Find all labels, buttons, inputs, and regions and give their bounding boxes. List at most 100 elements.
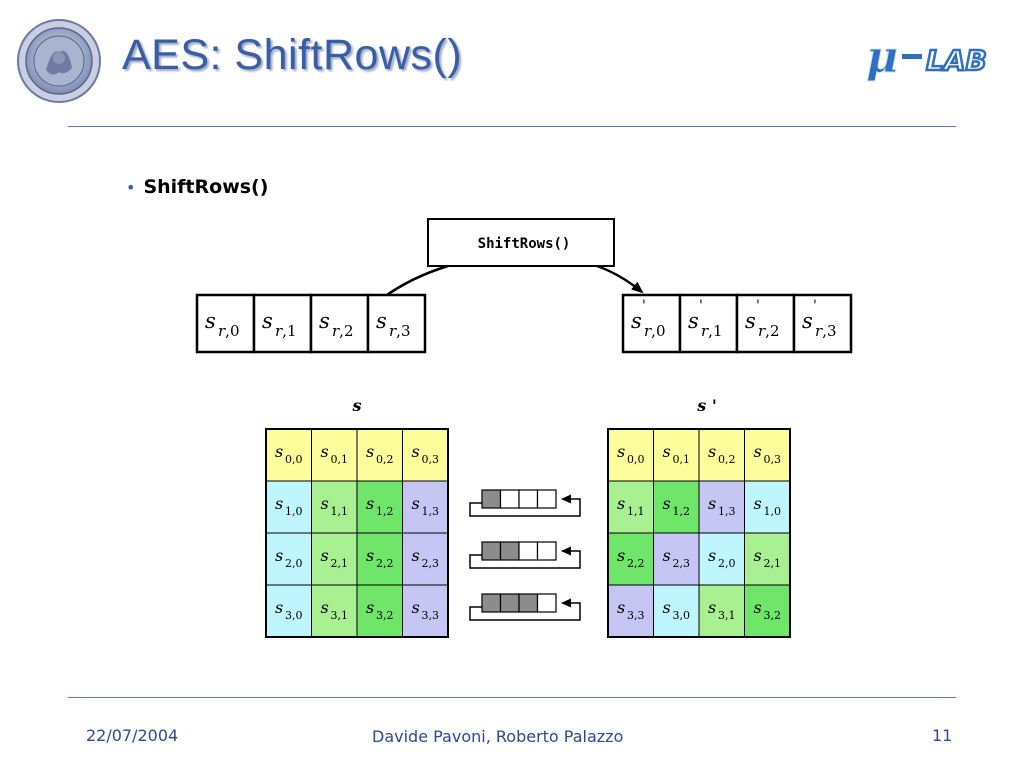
svg-text:1,1: 1,1 xyxy=(627,505,645,518)
svg-text:2,1: 2,1 xyxy=(764,557,782,570)
svg-text:2,2: 2,2 xyxy=(376,557,394,570)
svg-text:s: s xyxy=(745,309,756,333)
svg-text:r,3: r,3 xyxy=(815,322,836,340)
svg-text:0,0: 0,0 xyxy=(285,453,303,466)
svg-text:s: s xyxy=(617,494,625,513)
svg-text:': ' xyxy=(699,298,703,314)
svg-text:1,0: 1,0 xyxy=(764,505,782,518)
svg-text:s: s xyxy=(412,546,420,565)
svg-text:s: s xyxy=(275,598,283,617)
svg-text:0,2: 0,2 xyxy=(376,453,394,466)
shift-indicator xyxy=(469,541,581,569)
bullet-item: • ShiftRows() xyxy=(126,176,268,198)
op-box-label: ShiftRows() xyxy=(478,236,571,252)
svg-text:s: s xyxy=(319,309,330,333)
svg-text:s: s xyxy=(754,494,762,513)
svg-text:s: s xyxy=(321,546,329,565)
svg-text:s: s xyxy=(617,546,625,565)
svg-text:1,1: 1,1 xyxy=(331,505,349,518)
svg-text:2,0: 2,0 xyxy=(285,557,303,570)
svg-text:0,2: 0,2 xyxy=(718,453,736,466)
svg-text:3,3: 3,3 xyxy=(627,609,645,622)
svg-text:s: s xyxy=(376,309,387,333)
svg-text:r,0: r,0 xyxy=(218,322,239,340)
svg-text:': ' xyxy=(756,298,760,314)
svg-text:s: s xyxy=(754,546,762,565)
shift-indicators xyxy=(469,489,581,621)
svg-text:0,3: 0,3 xyxy=(764,453,782,466)
svg-text:s: s xyxy=(754,442,762,461)
svg-text:1,0: 1,0 xyxy=(285,505,303,518)
bullet-text: ShiftRows() xyxy=(143,176,269,198)
output-row-cell: s'r,3 xyxy=(792,293,853,354)
svg-text:s: s xyxy=(366,442,374,461)
output-row-cell: s'r,0 xyxy=(621,293,682,354)
svg-text:r,0: r,0 xyxy=(644,322,665,340)
svg-text:0,1: 0,1 xyxy=(331,453,349,466)
svg-text:s: s xyxy=(663,494,671,513)
svg-text:s: s xyxy=(275,546,283,565)
svg-text:s: s xyxy=(617,598,625,617)
footer-divider xyxy=(68,697,956,698)
svg-text:s: s xyxy=(412,494,420,513)
svg-text:s: s xyxy=(708,494,716,513)
svg-text:r,2: r,2 xyxy=(332,322,353,340)
svg-text:s: s xyxy=(754,598,762,617)
svg-text:3,3: 3,3 xyxy=(422,609,440,622)
politecnico-seal-logo xyxy=(17,19,101,103)
svg-text:s: s xyxy=(688,309,699,333)
svg-text:s: s xyxy=(321,442,329,461)
svg-text:1,2: 1,2 xyxy=(376,505,394,518)
svg-text:2,1: 2,1 xyxy=(331,557,349,570)
svg-text:r,3: r,3 xyxy=(389,322,410,340)
svg-text:2,3: 2,3 xyxy=(673,557,691,570)
footer-authors: Davide Pavoni, Roberto Palazzo xyxy=(372,727,624,746)
svg-text:μ: μ xyxy=(866,32,898,83)
svg-text:s: s xyxy=(663,598,671,617)
svg-text:1,3: 1,3 xyxy=(718,505,736,518)
svg-text:1,3: 1,3 xyxy=(422,505,440,518)
op-box xyxy=(427,218,615,267)
svg-text:0,0: 0,0 xyxy=(627,453,645,466)
header-divider xyxy=(68,126,956,127)
svg-text:s: s xyxy=(617,442,625,461)
svg-text:s: s xyxy=(321,598,329,617)
footer-date: 22/07/2004 xyxy=(86,726,179,745)
svg-text:r,1: r,1 xyxy=(275,322,296,340)
svg-text:s: s xyxy=(321,494,329,513)
svg-text:s: s xyxy=(205,309,216,333)
svg-text:3,2: 3,2 xyxy=(764,609,782,622)
svg-text:s: s xyxy=(708,598,716,617)
svg-text:s: s xyxy=(663,442,671,461)
svg-text:s: s xyxy=(663,546,671,565)
svg-text:3,1: 3,1 xyxy=(331,609,349,622)
svg-text:s: s xyxy=(366,546,374,565)
bullet-symbol: • xyxy=(126,178,136,197)
